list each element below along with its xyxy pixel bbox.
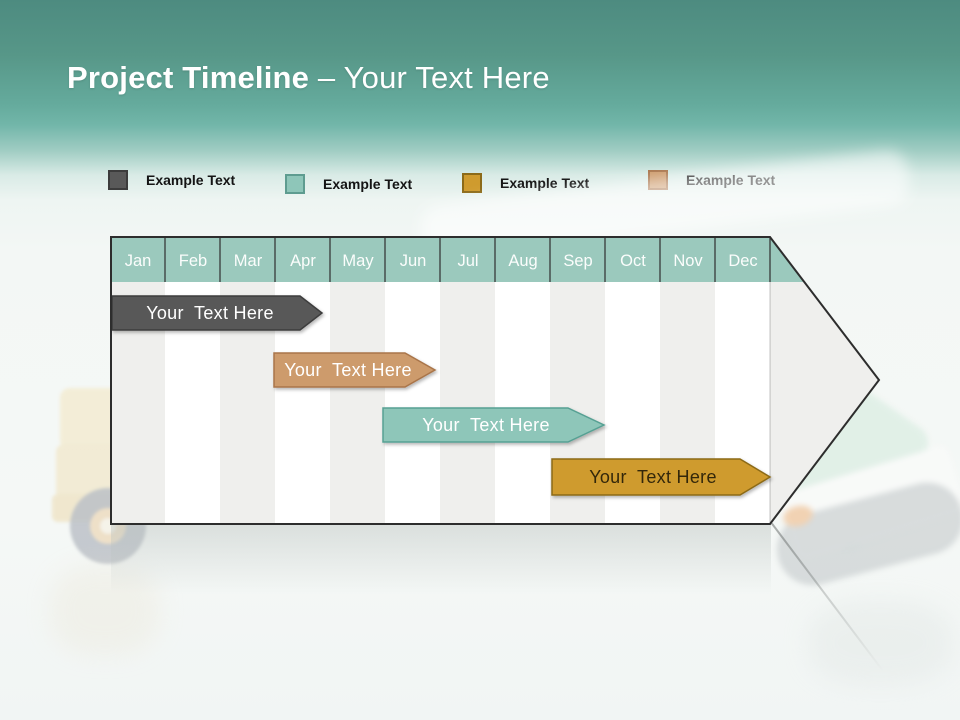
month-label-apr: Apr — [290, 252, 316, 270]
truck-reflection — [50, 565, 160, 655]
timeline-arrow-outline — [110, 236, 881, 525]
legend-swatch-gold — [462, 173, 482, 193]
van-reflection — [808, 600, 953, 685]
month-label-jun: Jun — [400, 252, 427, 270]
slide-title-main: Project Timeline — [67, 60, 310, 95]
month-label-nov: Nov — [673, 252, 703, 270]
timeline-gantt-chart: Jan Feb Mar Apr May Jun Jul Aug Sep Oct … — [110, 236, 881, 525]
month-header-band — [111, 237, 879, 282]
slide-title-placeholder: – Your Text Here — [309, 60, 550, 95]
month-label-dec: Dec — [728, 252, 757, 270]
month-label-feb: Feb — [179, 252, 207, 270]
task-bar-3[interactable] — [382, 407, 606, 443]
legend-item-gray[interactable]: Example Text — [108, 169, 235, 191]
legend-label: Example Text — [146, 172, 236, 188]
slide-title[interactable]: Project Timeline – Your Text Here — [67, 60, 550, 96]
column-stripe — [165, 237, 220, 524]
legend-label: Example Text — [323, 176, 413, 192]
legend-swatch-teal — [285, 174, 305, 194]
month-header-separators — [164, 237, 771, 282]
month-label-jan: Jan — [125, 252, 152, 270]
legend-label: Example Text — [500, 175, 590, 191]
legend-item-teal[interactable]: Example Text — [285, 173, 412, 195]
month-label-mar: Mar — [234, 252, 263, 270]
month-label-aug: Aug — [508, 252, 537, 270]
chart-reflection — [111, 524, 771, 594]
task-bar-2-label[interactable]: Your Text Here — [284, 360, 412, 380]
month-label-oct: Oct — [620, 252, 646, 270]
month-label-jul: Jul — [457, 252, 478, 270]
column-stripe — [495, 237, 550, 524]
task-bar-4-label[interactable]: Your Text Here — [589, 467, 717, 487]
month-label-may: May — [342, 252, 374, 270]
task-bar-3-label[interactable]: Your Text Here — [422, 415, 550, 435]
task-bar-1-label[interactable]: Your Text Here — [146, 303, 274, 323]
task-bar-4[interactable] — [551, 458, 772, 496]
legend-swatch-gray — [108, 170, 128, 190]
legend-item-gold[interactable]: Example Text — [462, 172, 589, 194]
task-bar-2[interactable] — [273, 352, 437, 388]
month-label-sep: Sep — [563, 252, 592, 270]
